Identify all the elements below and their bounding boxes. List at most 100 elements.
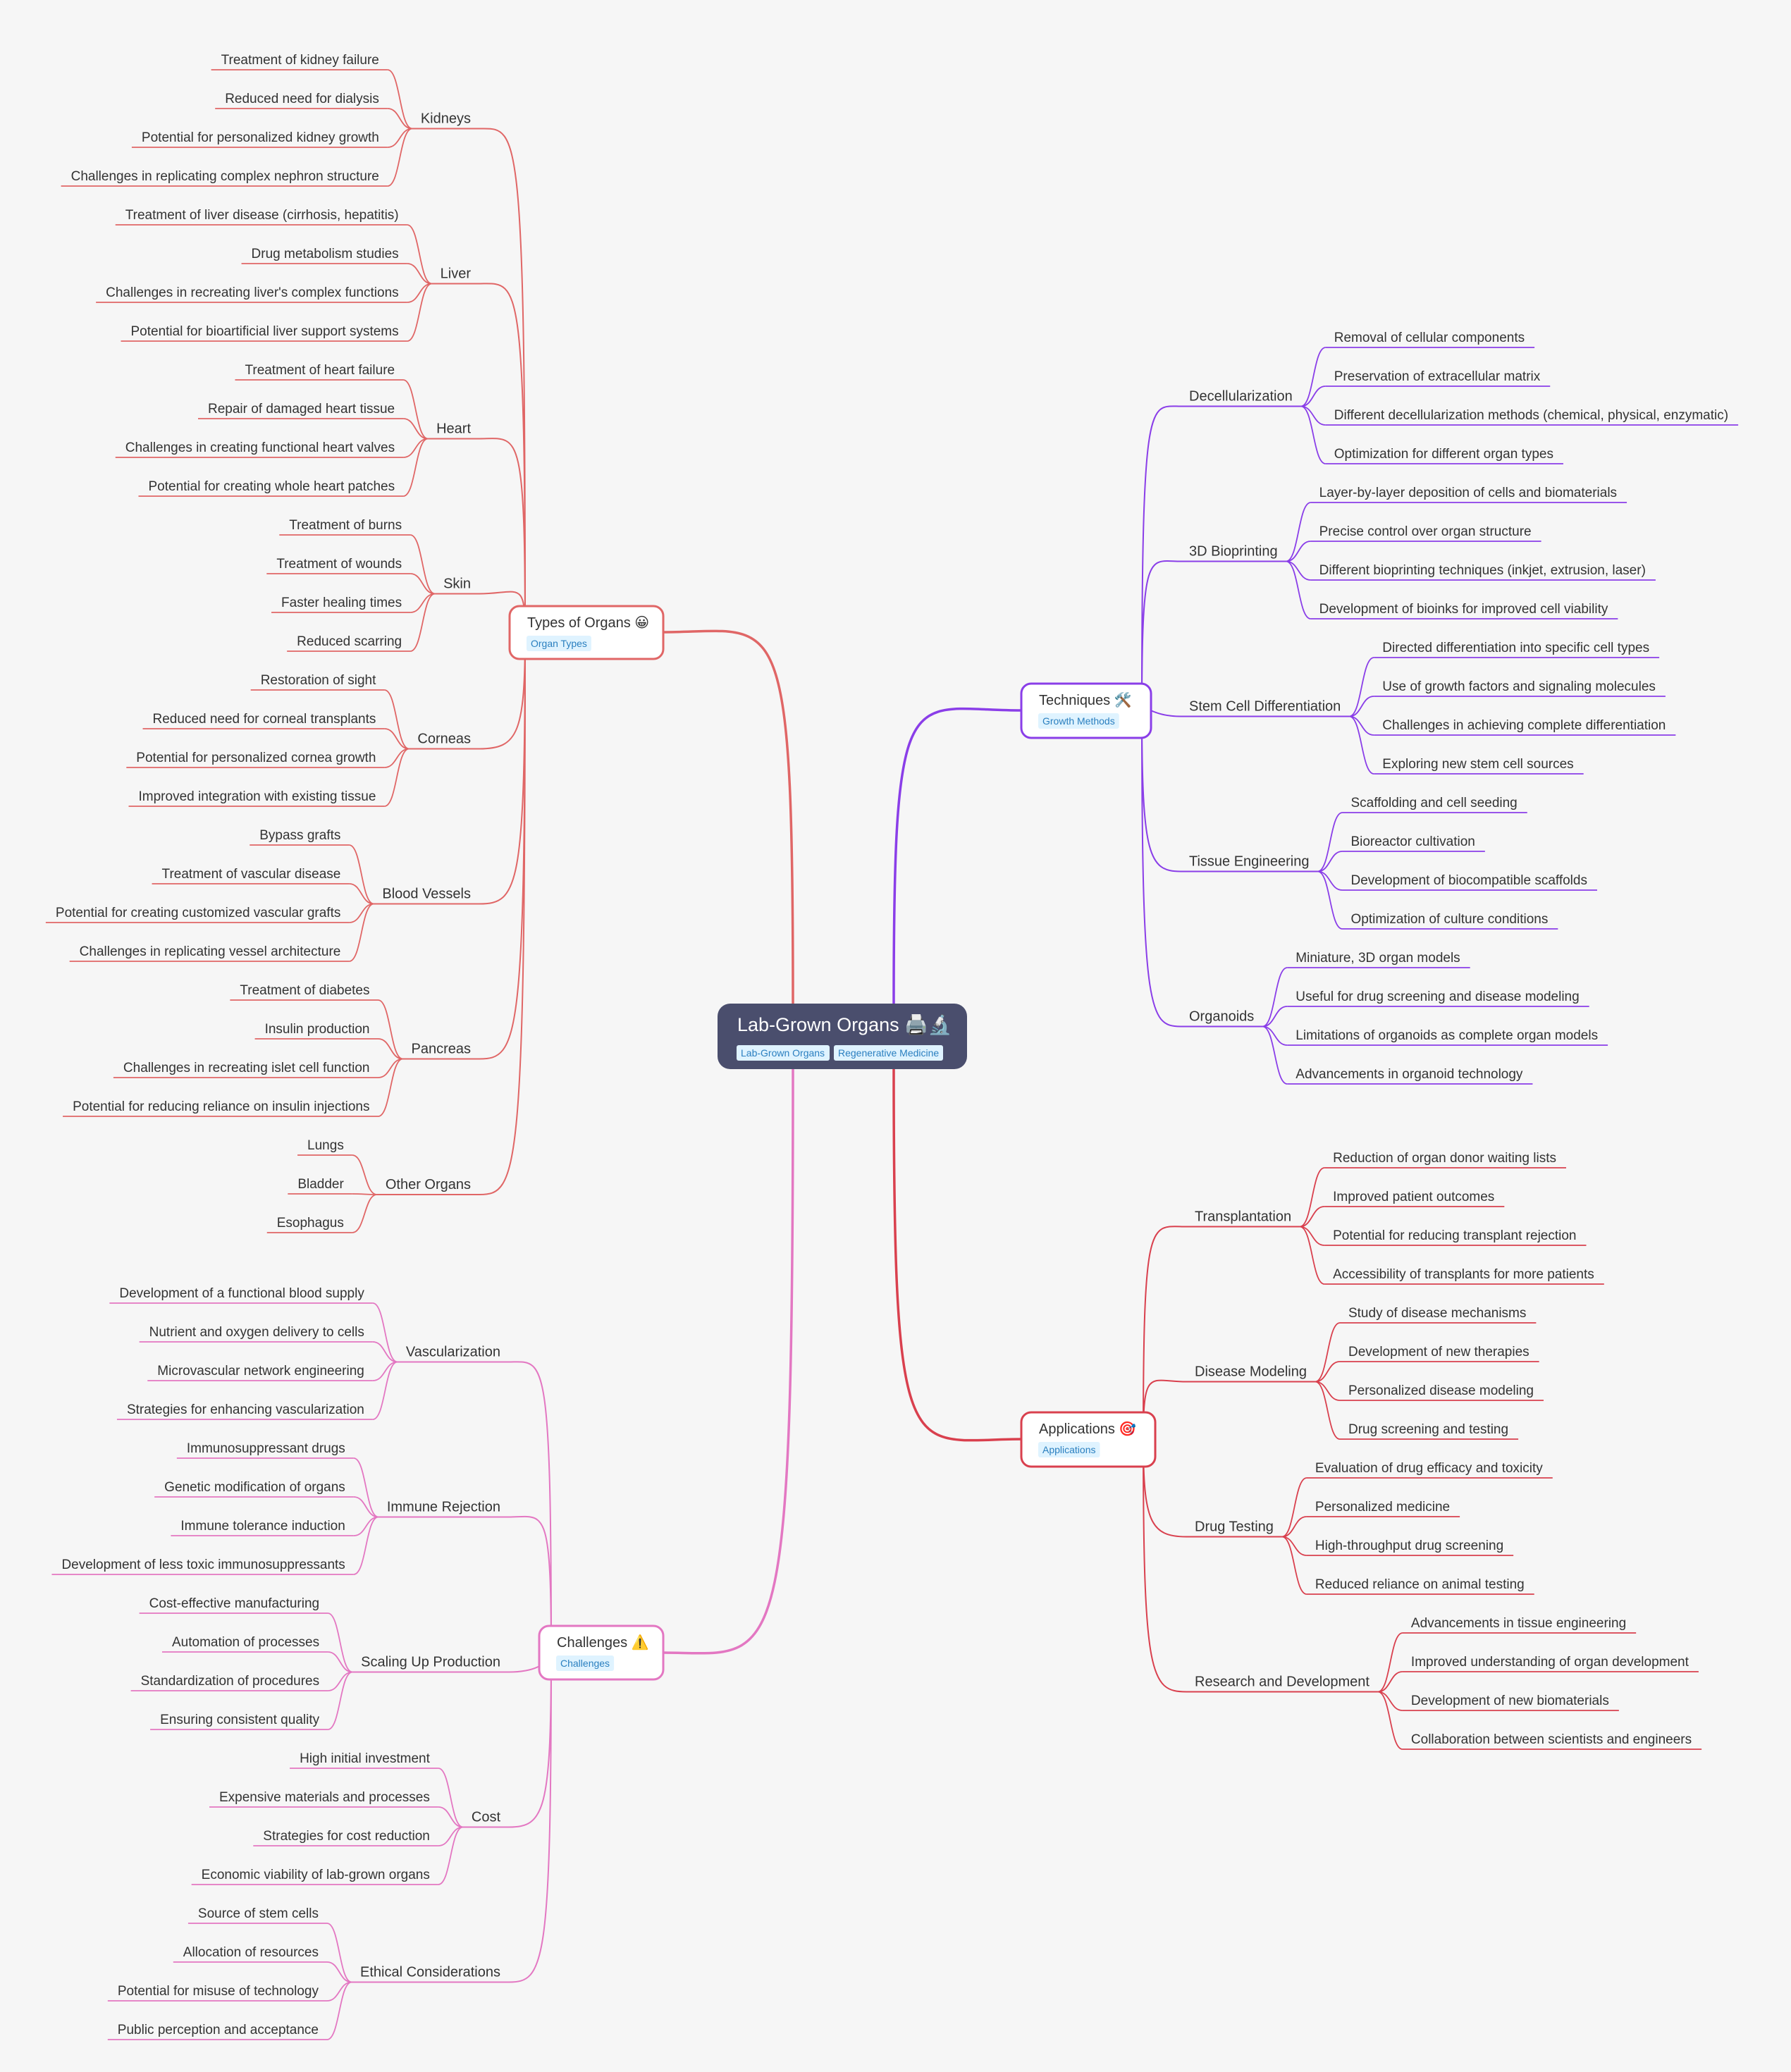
leaf-node[interactable]: Reduced reliance on animal testing <box>1315 1577 1525 1592</box>
sub-branch-skin[interactable]: Skin <box>443 576 471 592</box>
leaf-node[interactable]: Development of less toxic immunosuppress… <box>61 1558 345 1572</box>
leaf-node[interactable]: Potential for creating customized vascul… <box>56 906 340 920</box>
leaf-node[interactable]: Advancements in tissue engineering <box>1411 1616 1626 1631</box>
leaf-node[interactable]: Scaffolding and cell seeding <box>1350 796 1517 810</box>
leaf-node[interactable]: Directed differentiation into specific c… <box>1382 641 1649 655</box>
leaf-node[interactable]: Exploring new stem cell sources <box>1382 757 1573 772</box>
sub-branch-corneas[interactable]: Corneas <box>417 732 471 747</box>
leaf-node[interactable]: Development of new therapies <box>1348 1345 1530 1359</box>
leaf-node[interactable]: Different bioprinting techniques (inkjet… <box>1319 563 1646 578</box>
leaf-node[interactable]: Reduced scarring <box>297 634 402 649</box>
sub-branch-other-organs[interactable]: Other Organs <box>386 1177 471 1192</box>
leaf-node[interactable]: Treatment of diabetes <box>240 983 369 998</box>
leaf-node[interactable]: Treatment of heart failure <box>245 363 395 378</box>
leaf-node[interactable]: Automation of processes <box>172 1635 319 1650</box>
sub-branch-liver[interactable]: Liver <box>441 266 472 282</box>
leaf-node[interactable]: Bladder <box>297 1177 344 1192</box>
leaf-node[interactable]: Treatment of kidney failure <box>221 53 379 68</box>
leaf-node[interactable]: Challenges in recreating liver's complex… <box>106 285 399 300</box>
sub-branch-drug-testing[interactable]: Drug Testing <box>1195 1519 1274 1535</box>
leaf-node[interactable]: Potential for personalized cornea growth <box>136 751 376 765</box>
leaf-node[interactable]: Ensuring consistent quality <box>160 1713 320 1727</box>
leaf-node[interactable]: Nutrient and oxygen delivery to cells <box>149 1325 364 1340</box>
leaf-node[interactable]: Improved patient outcomes <box>1333 1190 1494 1204</box>
leaf-node[interactable]: Optimization of culture conditions <box>1350 912 1548 927</box>
leaf-node[interactable]: Improved integration with existing tissu… <box>139 789 376 804</box>
leaf-node[interactable]: Development of new biomaterials <box>1411 1694 1609 1708</box>
leaf-node[interactable]: Source of stem cells <box>198 1906 319 1921</box>
sub-branch-pancreas[interactable]: Pancreas <box>412 1042 472 1057</box>
leaf-node[interactable]: Advancements in organoid technology <box>1295 1067 1523 1082</box>
leaf-node[interactable]: Precise control over organ structure <box>1319 524 1532 539</box>
leaf-node[interactable]: Improved understanding of organ developm… <box>1411 1655 1690 1670</box>
leaf-node[interactable]: Challenges in achieving complete differe… <box>1382 718 1666 733</box>
leaf-node[interactable]: Reduced need for dialysis <box>225 92 379 106</box>
leaf-node[interactable]: Accessibility of transplants for more pa… <box>1333 1267 1594 1282</box>
leaf-node[interactable]: Reduction of organ donor waiting lists <box>1333 1151 1556 1166</box>
leaf-node[interactable]: Esophagus <box>277 1216 344 1231</box>
leaf-node[interactable]: Development of a functional blood supply <box>119 1286 364 1301</box>
sub-branch-transplantation[interactable]: Transplantation <box>1195 1209 1291 1225</box>
leaf-node[interactable]: Collaboration between scientists and eng… <box>1411 1732 1692 1747</box>
leaf-node[interactable]: Genetic modification of organs <box>164 1480 345 1495</box>
leaf-node[interactable]: Bioreactor cultivation <box>1350 834 1475 849</box>
leaf-node[interactable]: Useful for drug screening and disease mo… <box>1295 989 1579 1004</box>
leaf-node[interactable]: Layer-by-layer deposition of cells and b… <box>1319 486 1617 500</box>
leaf-node[interactable]: Reduced need for corneal transplants <box>153 712 376 727</box>
leaf-node[interactable]: Strategies for enhancing vascularization <box>127 1402 364 1417</box>
sub-branch-heart[interactable]: Heart <box>436 421 471 437</box>
leaf-node[interactable]: Drug metabolism studies <box>252 247 399 261</box>
leaf-node[interactable]: Treatment of vascular disease <box>162 867 341 882</box>
leaf-node[interactable]: Challenges in replicating complex nephro… <box>71 169 379 184</box>
leaf-node[interactable]: Drug screening and testing <box>1348 1422 1508 1437</box>
leaf-node[interactable]: Strategies for cost reduction <box>263 1829 430 1844</box>
leaf-node[interactable]: Challenges in recreating islet cell func… <box>123 1061 370 1075</box>
sub-branch-blood-vessels[interactable]: Blood Vessels <box>382 887 471 902</box>
leaf-node[interactable]: Microvascular network engineering <box>157 1364 364 1379</box>
leaf-node[interactable]: Immune tolerance induction <box>180 1519 345 1534</box>
sub-branch-decellularization[interactable]: Decellularization <box>1189 389 1293 405</box>
leaf-node[interactable]: Personalized disease modeling <box>1348 1383 1534 1398</box>
leaf-node[interactable]: Insulin production <box>265 1022 370 1037</box>
leaf-node[interactable]: Potential for bioartificial liver suppor… <box>130 324 398 339</box>
sub-branch-disease-modeling[interactable]: Disease Modeling <box>1195 1364 1307 1380</box>
branch-challenges[interactable]: Challenges ⚠️Challenges <box>538 1624 665 1681</box>
leaf-node[interactable]: Miniature, 3D organ models <box>1295 951 1460 966</box>
leaf-node[interactable]: Lungs <box>307 1138 344 1153</box>
leaf-node[interactable]: Immunosuppressant drugs <box>187 1441 345 1456</box>
leaf-node[interactable]: Potential for reducing reliance on insul… <box>73 1099 369 1114</box>
sub-branch-cost[interactable]: Cost <box>472 1810 501 1825</box>
leaf-node[interactable]: Potential for personalized kidney growth <box>142 130 379 145</box>
leaf-node[interactable]: Potential for reducing transplant reject… <box>1333 1228 1576 1243</box>
sub-branch-3d-bioprinting[interactable]: 3D Bioprinting <box>1189 544 1278 560</box>
leaf-node[interactable]: Study of disease mechanisms <box>1348 1306 1526 1321</box>
branch-organ-types[interactable]: Types of Organs 😀Organ Types <box>508 605 665 660</box>
leaf-node[interactable]: Expensive materials and processes <box>219 1790 430 1805</box>
leaf-node[interactable]: Optimization for different organ types <box>1334 447 1553 462</box>
leaf-node[interactable]: Development of bioinks for improved cell… <box>1319 602 1608 617</box>
leaf-node[interactable]: Treatment of wounds <box>276 557 402 572</box>
sub-branch-tissue-engineering[interactable]: Tissue Engineering <box>1189 854 1309 870</box>
leaf-node[interactable]: Different decellularization methods (che… <box>1334 408 1728 423</box>
leaf-node[interactable]: Bypass grafts <box>259 828 340 843</box>
leaf-node[interactable]: Development of biocompatible scaffolds <box>1350 873 1587 888</box>
leaf-node[interactable]: Allocation of resources <box>183 1945 319 1960</box>
sub-branch-stem-cell-differentiation[interactable]: Stem Cell Differentiation <box>1189 699 1341 715</box>
leaf-node[interactable]: Limitations of organoids as complete org… <box>1295 1028 1598 1043</box>
leaf-node[interactable]: Personalized medicine <box>1315 1500 1450 1515</box>
sub-branch-vascularization[interactable]: Vascularization <box>406 1345 500 1360</box>
leaf-node[interactable]: Treatment of burns <box>289 518 402 533</box>
sub-branch-immune-rejection[interactable]: Immune Rejection <box>387 1500 500 1515</box>
sub-branch-ethical-considerations[interactable]: Ethical Considerations <box>360 1965 500 1980</box>
leaf-node[interactable]: Challenges in creating functional heart … <box>125 440 395 455</box>
sub-branch-organoids[interactable]: Organoids <box>1189 1009 1254 1025</box>
sub-branch-scaling-up-production[interactable]: Scaling Up Production <box>361 1655 500 1670</box>
leaf-node[interactable]: Public perception and acceptance <box>118 2023 319 2037</box>
leaf-node[interactable]: Faster healing times <box>281 596 402 610</box>
leaf-node[interactable]: High-throughput drug screening <box>1315 1538 1503 1553</box>
leaf-node[interactable]: Standardization of procedures <box>141 1674 320 1689</box>
leaf-node[interactable]: Economic viability of lab-grown organs <box>202 1868 430 1882</box>
leaf-node[interactable]: Repair of damaged heart tissue <box>208 402 395 417</box>
leaf-node[interactable]: Challenges in replicating vessel archite… <box>80 944 341 959</box>
branch-growth-methods[interactable]: Techniques 🛠️Growth Methods <box>1020 682 1152 739</box>
